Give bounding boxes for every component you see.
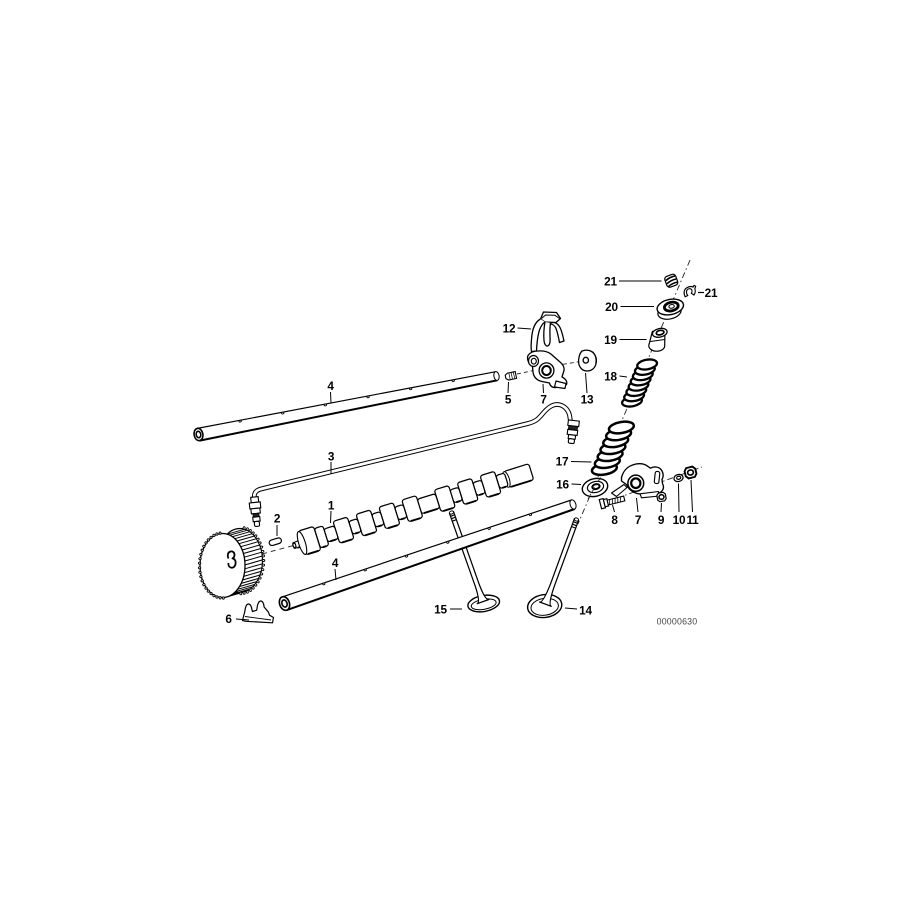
svg-text:5: 5 — [505, 392, 512, 406]
svg-text:18: 18 — [604, 369, 617, 383]
svg-text:00000630: 00000630 — [657, 617, 698, 627]
svg-text:1: 1 — [328, 498, 335, 512]
svg-text:19: 19 — [604, 333, 617, 347]
svg-text:12: 12 — [503, 321, 516, 335]
svg-text:21: 21 — [705, 286, 718, 300]
svg-text:16: 16 — [556, 477, 569, 491]
svg-text:11: 11 — [686, 513, 699, 527]
svg-text:4: 4 — [327, 379, 334, 393]
svg-text:6: 6 — [225, 612, 232, 626]
svg-text:10: 10 — [673, 513, 686, 527]
svg-text:17: 17 — [556, 454, 569, 468]
svg-text:20: 20 — [605, 300, 618, 314]
svg-text:15: 15 — [434, 602, 447, 616]
svg-text:4: 4 — [332, 556, 339, 570]
svg-text:2: 2 — [274, 511, 281, 525]
svg-text:8: 8 — [611, 513, 618, 527]
svg-text:21: 21 — [604, 274, 617, 288]
svg-text:7: 7 — [635, 513, 642, 527]
svg-text:3: 3 — [328, 449, 335, 463]
svg-text:7: 7 — [540, 392, 547, 406]
svg-text:13: 13 — [581, 392, 594, 406]
svg-text:14: 14 — [579, 603, 592, 617]
svg-text:9: 9 — [658, 513, 665, 527]
